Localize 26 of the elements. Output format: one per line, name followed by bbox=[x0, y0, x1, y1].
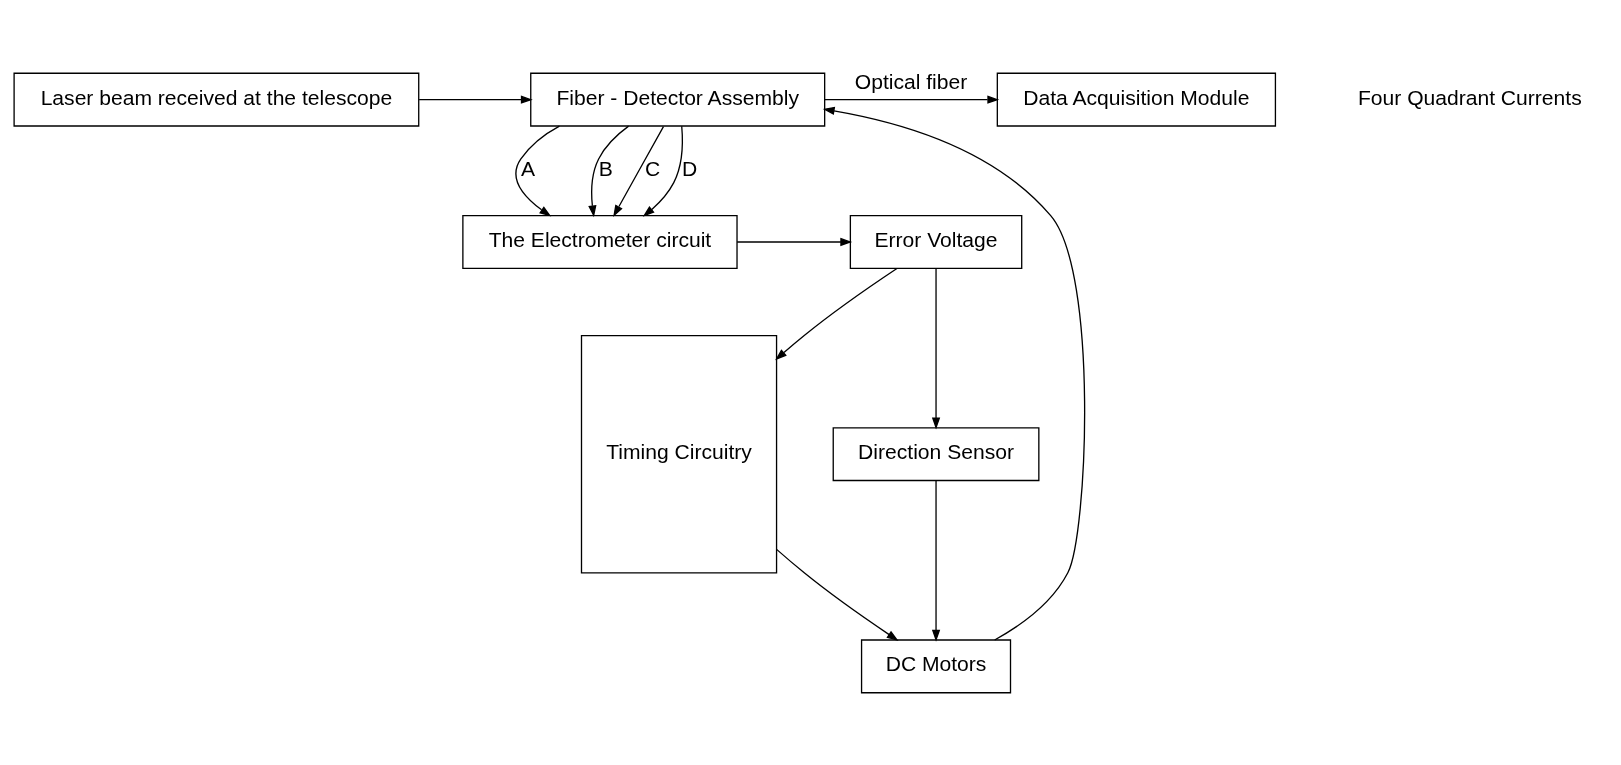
node-box: Fiber - Detector Assembly bbox=[530, 72, 826, 127]
arrow bbox=[613, 125, 665, 217]
edge-label: Optical fiber bbox=[854, 69, 968, 93]
label: Four Quadrant Currents bbox=[1357, 85, 1582, 109]
arrow bbox=[736, 237, 853, 246]
arrow bbox=[822, 106, 1086, 641]
node-box: Direction Sensor bbox=[832, 426, 1040, 481]
arrow bbox=[588, 124, 630, 217]
arrow bbox=[418, 94, 533, 104]
node-box: Timing Circuitry bbox=[580, 334, 778, 573]
arrow bbox=[931, 267, 941, 429]
arrow bbox=[824, 94, 1000, 104]
node-box: DC Motors bbox=[860, 638, 1012, 693]
edge-label: C bbox=[645, 156, 661, 180]
edge-label: D bbox=[681, 156, 698, 180]
arrow bbox=[931, 479, 941, 642]
edge-label: B bbox=[598, 156, 613, 180]
node-box: Error Voltage bbox=[849, 214, 1023, 269]
arrow bbox=[515, 125, 561, 216]
node-box: Data Acquisition Module bbox=[996, 72, 1277, 127]
node-box: The Electrometer circuit bbox=[462, 214, 738, 269]
arrow bbox=[775, 267, 898, 360]
node-box: Laser beam received at the telescope bbox=[13, 72, 420, 127]
arrow bbox=[642, 125, 683, 217]
edge-label: A bbox=[521, 156, 536, 180]
arrow bbox=[775, 548, 899, 641]
